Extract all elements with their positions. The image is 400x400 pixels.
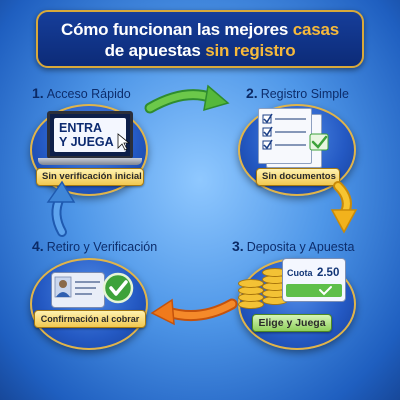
step-1-caption: Sin verificación inicial bbox=[36, 168, 144, 186]
step-2-heading: 2.Registro Simple bbox=[246, 85, 349, 101]
screen-text-line-1: ENTRA bbox=[59, 121, 103, 135]
arrow-step1-to-step2 bbox=[144, 84, 230, 114]
step-2-caption: Sin documentos bbox=[256, 168, 340, 186]
odds-card-label: Cuota bbox=[287, 268, 313, 278]
odds-card-check-icon bbox=[319, 286, 332, 296]
arrow-step2-to-step3 bbox=[330, 181, 358, 234]
step-2-title: Registro Simple bbox=[260, 87, 349, 101]
step-4-caption: Confirmación al cobrar bbox=[34, 310, 146, 328]
odds-card-value: 2.50 bbox=[316, 267, 340, 279]
odds-card-bar bbox=[286, 284, 342, 297]
step-4-number: 4. bbox=[32, 238, 44, 254]
step-4-title: Retiro y Verificación bbox=[46, 240, 158, 254]
step-3-number: 3. bbox=[232, 238, 244, 254]
step-3-heading: 3.Deposita y Apuesta bbox=[232, 238, 354, 254]
arrow-step3-to-step4 bbox=[150, 298, 238, 326]
step-2-number: 2. bbox=[246, 85, 258, 101]
title-highlight-1: casas bbox=[292, 20, 339, 39]
title-line-1: Cómo funcionan las mejores casas bbox=[38, 19, 362, 40]
verification-check-icon bbox=[102, 272, 134, 304]
step-4-heading: 4.Retiro y Verificación bbox=[32, 238, 157, 254]
title-banner: Cómo funcionan las mejores casas de apue… bbox=[36, 10, 364, 68]
title-part-1: Cómo funcionan las mejores bbox=[61, 20, 293, 39]
step-3-caption: Elige y Juega bbox=[252, 314, 332, 332]
step-1-title: Acceso Rápido bbox=[46, 87, 131, 101]
cursor-icon bbox=[117, 133, 131, 151]
laptop-base bbox=[38, 158, 142, 165]
document-check-icon bbox=[309, 133, 329, 151]
title-part-2: de apuestas bbox=[104, 41, 206, 60]
arrow-step4-to-step1 bbox=[46, 180, 76, 237]
title-line-2: de apuestas sin registro bbox=[38, 40, 362, 61]
step-1-number: 1. bbox=[32, 85, 44, 101]
step-1-heading: 1.Acceso Rápido bbox=[32, 85, 131, 101]
laptop-screen-text: ENTRA Y JUEGA bbox=[54, 118, 126, 152]
title-highlight-2: sin registro bbox=[205, 41, 296, 60]
screen-text-line-2: Y JUEGA bbox=[59, 135, 114, 149]
step-3-title: Deposita y Apuesta bbox=[246, 240, 355, 254]
checklist-lines bbox=[262, 113, 306, 150]
id-card-details bbox=[54, 276, 100, 298]
